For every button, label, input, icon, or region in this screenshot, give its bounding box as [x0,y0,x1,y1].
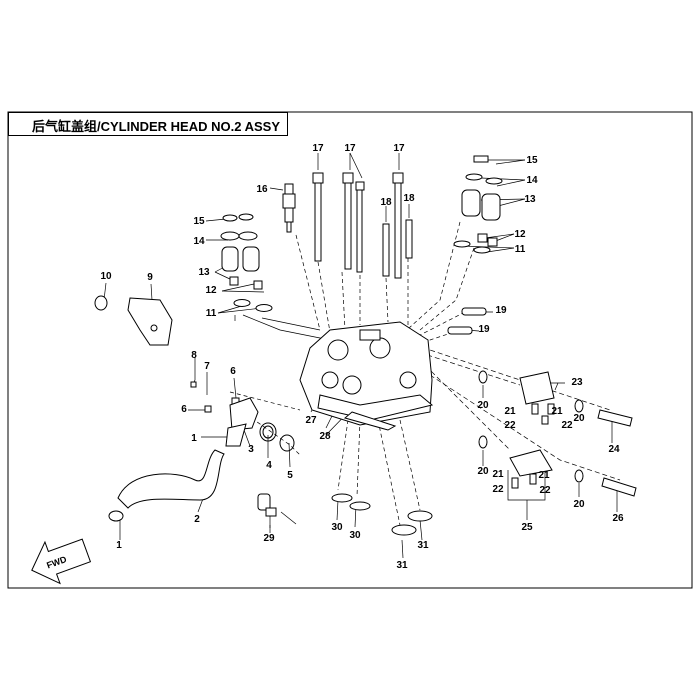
mounting-bracket [94,295,173,346]
water-outlet-parts [190,381,295,452]
callout-14: 14 [193,236,205,247]
callout-21: 21 [504,406,516,417]
valves [331,493,433,536]
callout-1: 1 [191,433,197,444]
callout-14: 14 [526,175,538,186]
callout-26: 26 [612,513,624,524]
rocker-pins [597,409,637,497]
callout-22: 22 [561,420,573,431]
callout-10: 10 [100,271,112,282]
callout-2: 2 [194,514,200,525]
callout-21: 21 [551,406,563,417]
callout-22: 22 [504,420,516,431]
callout-13: 13 [198,267,210,278]
callout-24: 24 [608,444,620,455]
callout-13: 13 [524,194,536,205]
callout-6: 6 [230,366,236,377]
left-valve-stack [220,213,273,312]
callout-1: 1 [116,540,122,551]
fwd-arrow: FWD [31,538,92,585]
callout-20: 20 [573,499,585,510]
callout-18: 18 [403,193,415,204]
callout-30: 30 [349,530,361,541]
callout-20: 20 [477,466,489,477]
callout-22: 22 [492,484,504,495]
callout-17: 17 [344,143,356,154]
callout-29: 29 [263,533,275,544]
callout-18: 18 [380,197,392,208]
callout-19: 19 [478,324,490,335]
callout-11: 11 [206,308,217,319]
rocker-arm-lower [509,449,553,489]
water-hose [108,449,225,522]
head-bolts [312,172,413,279]
cylinder-head [299,321,434,431]
callout-20: 20 [477,400,489,411]
callout-16: 16 [256,184,268,195]
callout-12: 12 [205,285,217,296]
title-box [8,112,288,136]
callout-20: 20 [573,413,585,424]
rocker-arm-upper [519,371,555,425]
callout-23: 23 [571,377,583,388]
callout-30: 30 [331,522,343,533]
callout-15: 15 [526,155,538,166]
spark-plug [282,183,296,233]
callout-12: 12 [514,229,526,240]
parts [94,155,637,536]
callout-7: 7 [204,361,210,372]
callout-25: 25 [521,522,533,533]
callout-4: 4 [266,460,272,471]
callout-19: 19 [495,305,507,316]
callout-31: 31 [417,540,429,551]
callout-31: 31 [396,560,408,571]
rocker-shafts [447,307,487,335]
page-border [7,111,693,589]
callout-15: 15 [193,216,205,227]
callout-9: 9 [147,272,153,283]
callout-17: 17 [393,143,405,154]
callout-5: 5 [287,470,293,481]
callout-21: 21 [538,470,550,481]
temp-sensor [257,493,277,517]
page-title: 后气缸盖组/CYLINDER HEAD NO.2 ASSY [32,119,280,134]
callout-27: 27 [305,415,317,426]
callout-28: 28 [319,431,331,442]
callout-3: 3 [248,444,254,455]
callout-11: 11 [515,244,526,255]
leader-lines [103,152,621,559]
right-valve-stack [453,155,503,254]
callout-6: 6 [181,404,187,415]
callout-17: 17 [312,143,324,154]
callout-21: 21 [492,469,504,480]
callout-22: 22 [539,485,551,496]
washers [478,370,584,483]
callout-8: 8 [191,350,197,361]
